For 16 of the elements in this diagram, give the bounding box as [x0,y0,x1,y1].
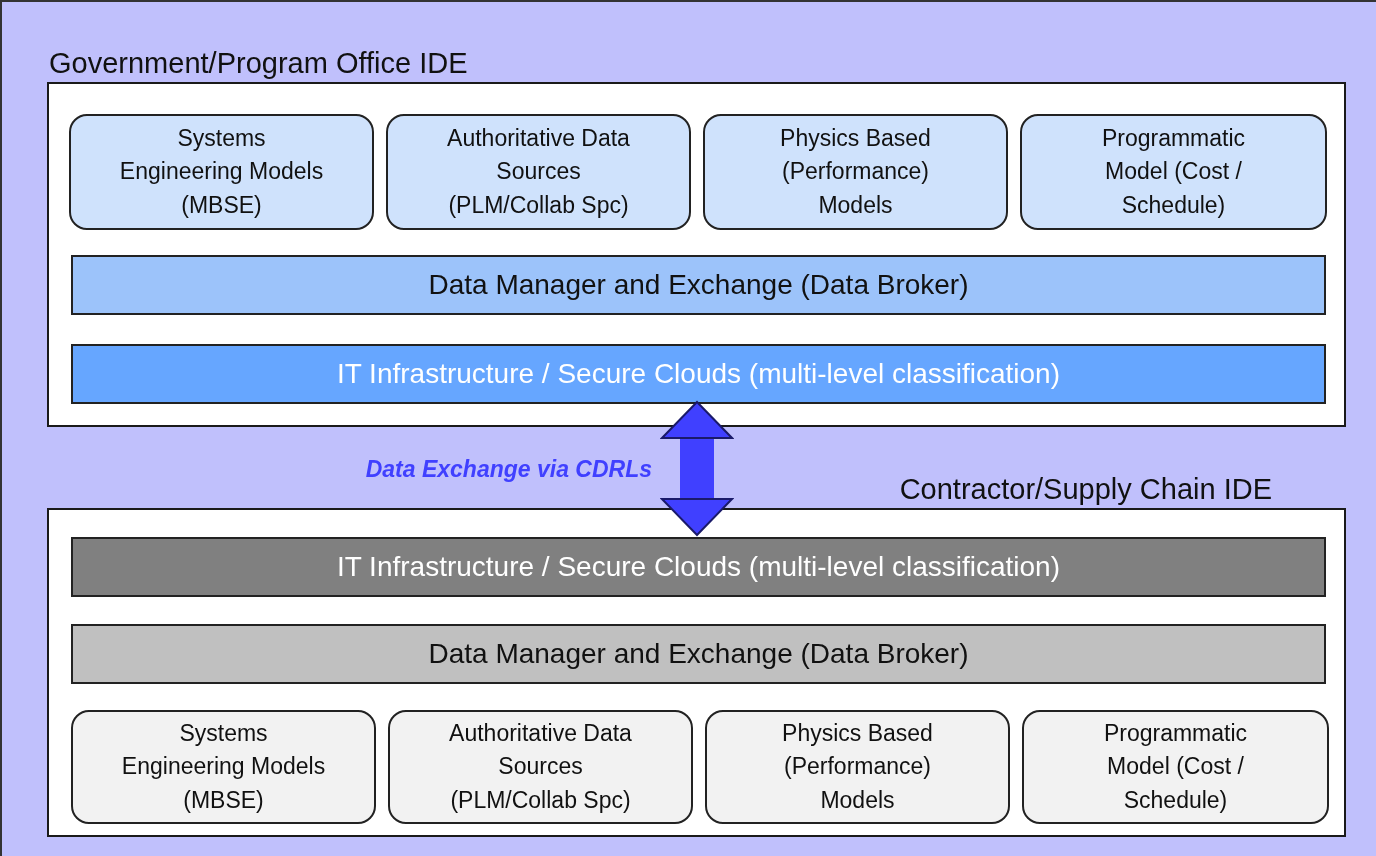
layer-bar: Data Manager and Exchange (Data Broker) [71,255,1326,315]
panel-heading: Contractor/Supply Chain IDE [899,472,1272,507]
model-box: Systems Engineering Models (MBSE) [71,710,376,824]
panel-heading: Government/Program Office IDE [49,46,468,81]
model-box: Authoritative Data Sources (PLM/Collab Spc) [386,114,691,230]
model-box: Physics Based (Performance) Models [703,114,1008,230]
layer-bar: IT Infrastructure / Secure Clouds (multi-level classification) [71,344,1326,404]
model-box: Programmatic Model (Cost / Schedule) [1022,710,1329,824]
model-box: Systems Engineering Models (MBSE) [69,114,374,230]
double-arrow [661,401,733,536]
model-box: Authoritative Data Sources (PLM/Collab Spc) [388,710,693,824]
layer-bar: IT Infrastructure / Secure Clouds (multi-level classification) [71,537,1326,597]
edge-label: Data Exchange via CDRLs [364,455,652,484]
layer-bar: Data Manager and Exchange (Data Broker) [71,624,1326,684]
model-box: Programmatic Model (Cost / Schedule) [1020,114,1327,230]
model-box: Physics Based (Performance) Models [705,710,1010,824]
